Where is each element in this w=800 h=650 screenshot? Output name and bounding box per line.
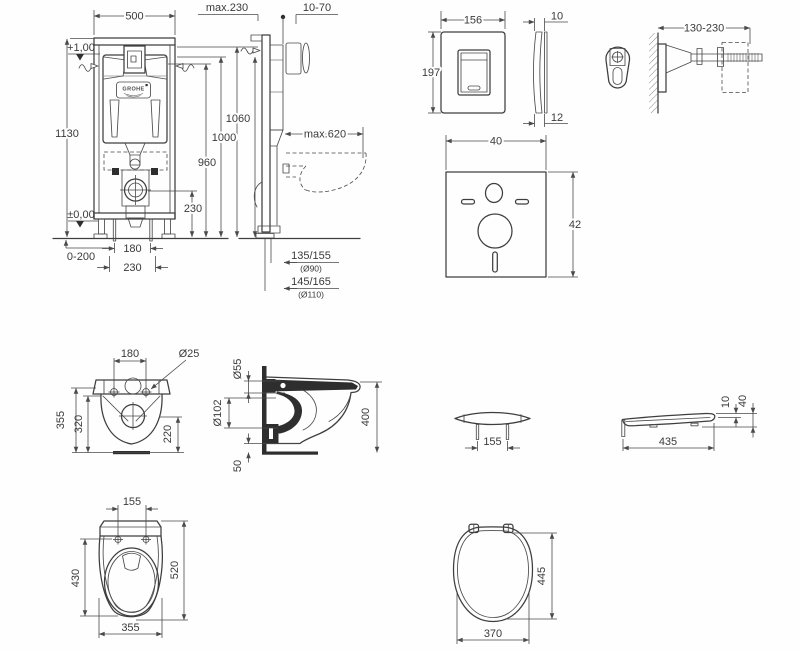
dim-h-frame: 1060: [226, 113, 250, 125]
dim-foot-adjust: 0-200: [67, 251, 95, 263]
dim-bowltop-width: 355: [121, 622, 139, 634]
dim-plate-width: 156: [464, 15, 482, 27]
view-frame-side: max.230 10-70 max.620 135/155 (Ø90) 145/…: [198, 2, 367, 300]
dim-bowl-bolt-spacing: 180: [121, 348, 139, 360]
water-supply-icon: [240, 47, 261, 55]
dim-front-gap: max.230: [206, 2, 248, 14]
dim-seat-front-thickness: 10: [720, 396, 732, 408]
water-supply-icon: [175, 63, 195, 72]
dim-frame-width: 500: [125, 11, 143, 23]
level-mark-top: +1,00: [67, 42, 100, 61]
dim-rod-spacing: 180: [123, 243, 141, 255]
dim-seat-hinge-spacing: 155: [483, 436, 501, 448]
dim-seattop-length: 445: [536, 567, 548, 585]
dim-h-cistern: 960: [198, 157, 216, 169]
dim-mat-width: 40: [490, 136, 502, 148]
dim-seattop-width: 370: [484, 628, 502, 640]
dim-mat-height: 42: [569, 219, 581, 231]
dim-tile-thickness: 10-70: [303, 2, 331, 14]
brand-label: GROHE: [122, 87, 144, 93]
view-seat-front: 155: [454, 411, 531, 451]
view-flush-plate-front: 156 197: [420, 11, 506, 114]
dim-bowl-height-inner: 320: [73, 415, 85, 433]
bowl-outline-dashed: [282, 152, 367, 193]
view-sound-mat: 40 42: [445, 134, 583, 278]
view-wall-bracket-side: 130-230: [649, 21, 763, 114]
dim-outlet-a: 135/155: [291, 250, 331, 262]
dim-seat-length: 435: [659, 436, 677, 448]
dim-outlet-height: 230: [184, 203, 202, 215]
level-mark-zero: ±0,00: [67, 209, 98, 228]
dim-bowltop-total-length: 520: [169, 561, 181, 579]
thread-marks: [727, 53, 759, 62]
dim-flush-inlet-dia: Ø55: [232, 359, 244, 380]
dim-bowltop-hinge-spacing: 155: [123, 496, 141, 508]
dim-supply-spacing: 230: [123, 262, 141, 274]
water-supply-icon: [78, 63, 99, 72]
view-bowl-rear: 180 Ø25 355 320 220: [55, 348, 200, 455]
dim-plate-thickness-top: 10: [551, 11, 563, 23]
dim-outlet-a-dia: (Ø90): [300, 264, 322, 274]
dim-plate-thickness-bottom: 12: [551, 112, 563, 124]
dim-bowl-height: 355: [55, 411, 67, 429]
dim-bowl-outlet-height: 220: [162, 425, 174, 443]
dim-bracket-range: 130-230: [684, 23, 724, 35]
view-frame-front: GROHE 500: [52, 9, 258, 276]
dim-frame-height: 1130: [55, 128, 79, 140]
dim-bowl-clearance: 50: [232, 460, 244, 472]
view-seat-top: 445 370: [452, 523, 557, 644]
view-bowl-top: 155 430 520 355: [70, 496, 188, 638]
level-zero-label: ±0,00: [67, 209, 94, 221]
flush-bend-section: [285, 42, 302, 75]
dim-seat-height: 40: [737, 395, 749, 407]
level-top-label: +1,00: [67, 42, 95, 54]
dim-outlet-b: 145/165: [291, 276, 331, 288]
dim-h-flush: 1000: [212, 132, 236, 144]
view-flush-plate-side: 10 12: [523, 11, 568, 127]
dim-bowl-depth: max.620: [304, 129, 346, 141]
dim-outlet-dia: Ø102: [212, 400, 224, 427]
brand-logo: GROHE: [116, 81, 151, 99]
view-seat-side: 435 10 40: [621, 395, 757, 451]
dim-bowl-side-height: 400: [360, 408, 372, 426]
view-wall-bracket-front: [605, 46, 631, 89]
dim-bowl-bolt-dia: Ø25: [179, 348, 200, 360]
view-bowl-side-section: Ø55 Ø102 400 50: [212, 359, 382, 472]
dim-outlet-b-dia: (Ø110): [298, 290, 324, 300]
dim-bowltop-opening-length: 430: [70, 569, 82, 587]
dim-plate-height: 197: [422, 67, 440, 79]
